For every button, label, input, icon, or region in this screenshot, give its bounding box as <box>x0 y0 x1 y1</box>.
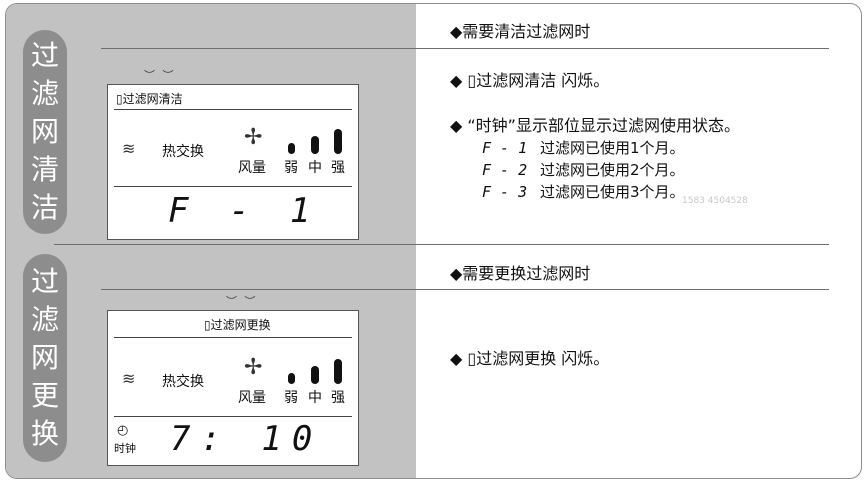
filter-replace-indicator: ▯过滤网更换 <box>204 318 271 332</box>
swirl-icon: ≋ <box>122 369 136 388</box>
section1-side-title: 过 滤 网 清 洁 <box>23 30 67 234</box>
section1-top-rule <box>101 48 829 49</box>
status-text: 过滤网已使用1个月。 <box>540 139 685 157</box>
heat-exchange-label: 热交换 <box>162 144 204 160</box>
heat-exchange-label: 热交换 <box>162 374 204 390</box>
section-divider <box>54 244 829 245</box>
speed-bar-mid <box>311 136 319 154</box>
lcd-separator <box>114 109 352 110</box>
status-text: 过滤网已使用3个月。 <box>540 183 685 201</box>
section1-title-char: 洁 <box>30 191 59 224</box>
speed-high-label: 强 <box>331 160 345 176</box>
fan-speed-label: 风量 <box>238 160 266 176</box>
section2-title-char: 过 <box>30 265 59 298</box>
lcd-separator <box>114 186 352 187</box>
section2-title-char: 更 <box>30 379 59 412</box>
blink-mark: ︶ ︶ <box>144 69 176 82</box>
clock-segment-display: 7: 10 <box>170 419 323 459</box>
section2-lcd-display: ︶ ︶ ▯过滤网更换 ≋ 热交换 ✢ 风量 弱 中 强 ◴ 时钟 7: 10 <box>107 295 359 466</box>
clock-icon: ◴ <box>117 423 129 438</box>
section1-title-char: 网 <box>30 115 59 148</box>
section2-title-char: 滤 <box>30 303 59 336</box>
speed-mid-label: 中 <box>308 160 322 176</box>
status-code: F - 1 <box>482 139 528 157</box>
status-code: F - 3 <box>482 183 528 201</box>
section2-title-char: 网 <box>30 341 59 374</box>
filter-clean-indicator: ▯过滤网清洁 <box>116 92 183 106</box>
clock-label: 时钟 <box>114 442 136 455</box>
watermark: 1583 4504528 <box>682 196 748 206</box>
section1-lcd-display: ︶ ︶ ▯过滤网清洁 ≋ 热交换 ✢ 风量 弱 中 强 F - 1 <box>107 69 359 240</box>
fan-speed-label: 风量 <box>238 390 266 406</box>
status-line: F - 1 过滤网已使用1个月。 <box>482 137 685 158</box>
speed-low-label: 弱 <box>284 160 298 176</box>
speed-bar-low <box>288 143 295 154</box>
speed-bar-high <box>334 359 342 384</box>
section1-heading: ◆需要清洁过滤网时 <box>450 22 591 41</box>
section2-bullet-blink: ◆ ▯过滤网更换 闪烁。 <box>450 349 610 368</box>
status-line: F - 2 过滤网已使用2个月。 <box>482 159 685 180</box>
fan-icon: ✢ <box>244 125 263 150</box>
section2-side-title: 过 滤 网 更 换 <box>23 254 67 462</box>
speed-bar-low <box>288 373 295 384</box>
lcd-separator <box>114 416 352 417</box>
speed-low-label: 弱 <box>284 390 298 406</box>
section1-title-char: 清 <box>30 153 59 186</box>
blink-mark: ︶ ︶ <box>226 295 258 308</box>
speed-mid-label: 中 <box>308 390 322 406</box>
section1-title-char: 过 <box>30 39 59 72</box>
status-text: 过滤网已使用2个月。 <box>540 161 685 179</box>
status-line: F - 3 过滤网已使用3个月。 <box>482 181 685 202</box>
section2-title-char: 换 <box>30 417 59 450</box>
status-code: F - 2 <box>482 161 528 179</box>
section2-top-rule <box>101 289 829 290</box>
swirl-icon: ≋ <box>122 139 136 158</box>
speed-high-label: 强 <box>331 390 345 406</box>
section1-title-char: 滤 <box>30 77 59 110</box>
instruction-panel: 过 滤 网 清 洁 ︶ ︶ ▯过滤网清洁 ≋ 热交换 ✢ 风量 弱 中 强 F … <box>5 3 862 479</box>
fan-icon: ✢ <box>244 355 263 380</box>
section2-heading: ◆需要更换过滤网时 <box>450 264 591 283</box>
clock-segment-display: F - 1 <box>168 191 321 231</box>
section1-bullet-blink: ◆ ▯过滤网清洁 闪烁。 <box>450 71 610 90</box>
section1-bullet-clock: ◆ “时钟”显示部位显示过滤网使用状态。 <box>450 116 740 135</box>
speed-bar-high <box>334 129 342 154</box>
lcd-separator <box>114 337 352 338</box>
speed-bar-mid <box>311 366 319 384</box>
